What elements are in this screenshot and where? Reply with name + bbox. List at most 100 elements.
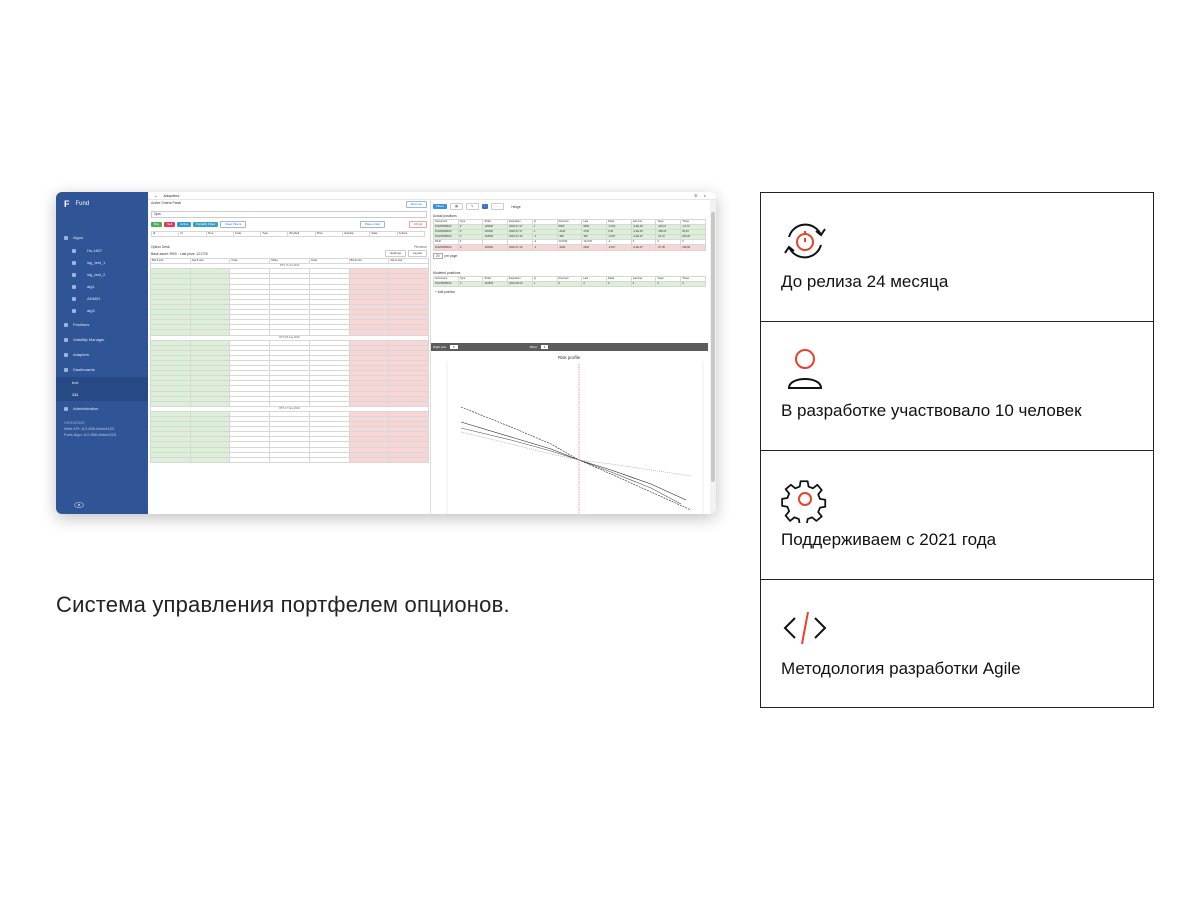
actual-title: Actual positions — [433, 214, 457, 218]
sidebar-subitem[interactable]: test — [56, 377, 148, 389]
desk-title: Option Desk — [151, 245, 170, 250]
right-panel: Filters ▦ ✎ i ⋯ Hedge Actual positions I… — [431, 200, 708, 514]
scrollbar[interactable] — [710, 200, 716, 514]
sidebar-item-positions[interactable]: Positions — [56, 317, 148, 332]
table-row[interactable] — [150, 288, 429, 295]
sidebar-subitem[interactable]: alg3 — [56, 305, 148, 317]
table-row[interactable] — [150, 273, 429, 280]
sidebar-item-dashboards[interactable]: Dashboards — [56, 362, 148, 377]
table-row[interactable] — [150, 365, 429, 372]
place-order-button[interactable]: Place order — [359, 221, 386, 228]
more-icon[interactable]: ⋯ — [491, 203, 505, 210]
layout-button[interactable]: Layout — [407, 250, 427, 258]
table-row[interactable] — [150, 370, 429, 377]
chart-icon — [64, 337, 68, 342]
partially-filter[interactable]: Partially Filled — [193, 222, 219, 227]
table-row[interactable] — [150, 415, 429, 423]
stopwatch-cycle-icon — [784, 223, 826, 259]
table-cell: 0 — [630, 280, 657, 287]
wrench-icon — [64, 406, 68, 411]
buy-filter[interactable]: Buy — [151, 222, 163, 227]
kill-all-button[interactable]: Kill all — [409, 221, 427, 228]
sidebar-item-algos[interactable]: Algos — [56, 230, 148, 245]
fact-text: Методология разработки Agile — [781, 659, 1021, 678]
right-axis-select[interactable]: ▾ — [450, 345, 458, 349]
algo-version: Fwrk Algo: 6.0.856-bbbe4223 — [64, 432, 117, 437]
settings-icon[interactable]: ⚙ — [693, 193, 698, 198]
code-icon — [783, 611, 827, 645]
table-cell: 148.06 — [680, 244, 706, 251]
filters-button[interactable]: Filters — [433, 204, 448, 209]
col-header: Price — [314, 230, 344, 238]
orders-header-row: Id Id Time Code Type Buy/Sell Price Quan… — [150, 230, 426, 238]
table-cell: 0 — [556, 280, 583, 287]
orders-remove-button[interactable]: Remove — [405, 201, 427, 208]
chart-series-2 — [460, 421, 687, 501]
chevron-down-icon[interactable]: ⌄ — [154, 193, 158, 198]
table-cell: -1490 — [556, 244, 583, 251]
doc-icon — [72, 273, 76, 277]
table-cell: 120000 — [482, 244, 509, 251]
col-header: Code — [232, 230, 262, 238]
chart-series-4 — [460, 431, 692, 477]
orders-table: Id Id Time Code Type Buy/Sell Price Quan… — [150, 230, 426, 238]
table-row[interactable] — [150, 268, 429, 275]
plug-icon — [64, 352, 68, 357]
per-page-select[interactable]: 20 — [433, 252, 443, 259]
col-header: Time — [205, 230, 234, 238]
table-row[interactable] — [150, 375, 429, 382]
edit-icon[interactable]: ✎ — [466, 203, 479, 210]
doc-icon — [72, 261, 76, 265]
fact-text: Поддерживаем с 2021 года — [781, 530, 997, 549]
modeled-title: Modeled positions — [433, 270, 461, 275]
sidebar-item-administration[interactable]: Administration — [56, 401, 148, 416]
caption: Система управления портфелем опционов. — [56, 592, 510, 617]
col-header: Type — [260, 230, 289, 238]
versions-label: VERSIONS — [64, 420, 85, 425]
sidebar-subitem[interactable]: Hs-1607 — [56, 245, 148, 257]
topbar-title: Adapters — [163, 193, 180, 198]
fact-text: До релиза 24 месяца — [781, 272, 949, 291]
table-cell: RI120000BG0 — [433, 244, 459, 251]
what-select[interactable]: ▾ — [540, 345, 549, 349]
sidebar-subitem[interactable]: sig_test_2 — [56, 269, 148, 281]
app-screenshot: F Fund Algos Hs-1607 sig_test_1 sig_test… — [56, 192, 716, 514]
add-position-button[interactable]: + Add position — [435, 289, 456, 294]
table-cell: -1 — [531, 244, 558, 251]
user-icon[interactable]: ● — [703, 193, 706, 198]
col-header: Actions — [396, 230, 426, 238]
table-cell: RI122500BG0 — [433, 280, 459, 287]
active-filter[interactable]: Active — [177, 222, 192, 227]
table-cell: 2020-07-16 — [507, 244, 533, 251]
grid-icon[interactable]: ▦ — [450, 203, 464, 210]
table-row[interactable] — [150, 278, 429, 285]
table-cell: 0 — [581, 280, 608, 287]
chart-toolbar: Right axis ▾ What ▾ — [431, 343, 708, 351]
settings-button[interactable]: Settings — [385, 250, 406, 258]
col-header: Quantity — [342, 230, 371, 238]
clear-filters-button[interactable]: Clear Filters — [220, 221, 247, 228]
desk-remove-button[interactable]: Remove — [414, 245, 427, 250]
table-row[interactable] — [150, 436, 429, 443]
sidebar-item-adapters[interactable]: Adapters — [56, 347, 148, 362]
sell-filter[interactable]: Sell — [164, 222, 176, 227]
table-row[interactable] — [150, 456, 429, 463]
hedge-label: Hedge — [511, 204, 521, 209]
eye-icon[interactable] — [74, 502, 84, 509]
table-row[interactable] — [150, 446, 429, 453]
sidebar-subitem[interactable]: alg1 — [56, 281, 148, 293]
positions-icon — [64, 322, 68, 327]
info-icon[interactable]: i — [481, 204, 489, 209]
sidebar-subitem[interactable]: 111 — [56, 389, 148, 401]
sidebar-item-volatility[interactable]: Volatility Manager — [56, 332, 148, 347]
sidebar-subitem[interactable]: ADM01 — [56, 293, 148, 305]
table-cell: 0 — [680, 280, 706, 287]
sidebar-subitem[interactable]: sig_test_1 — [56, 257, 148, 269]
orders-filter-input[interactable]: Opts — [151, 211, 427, 218]
